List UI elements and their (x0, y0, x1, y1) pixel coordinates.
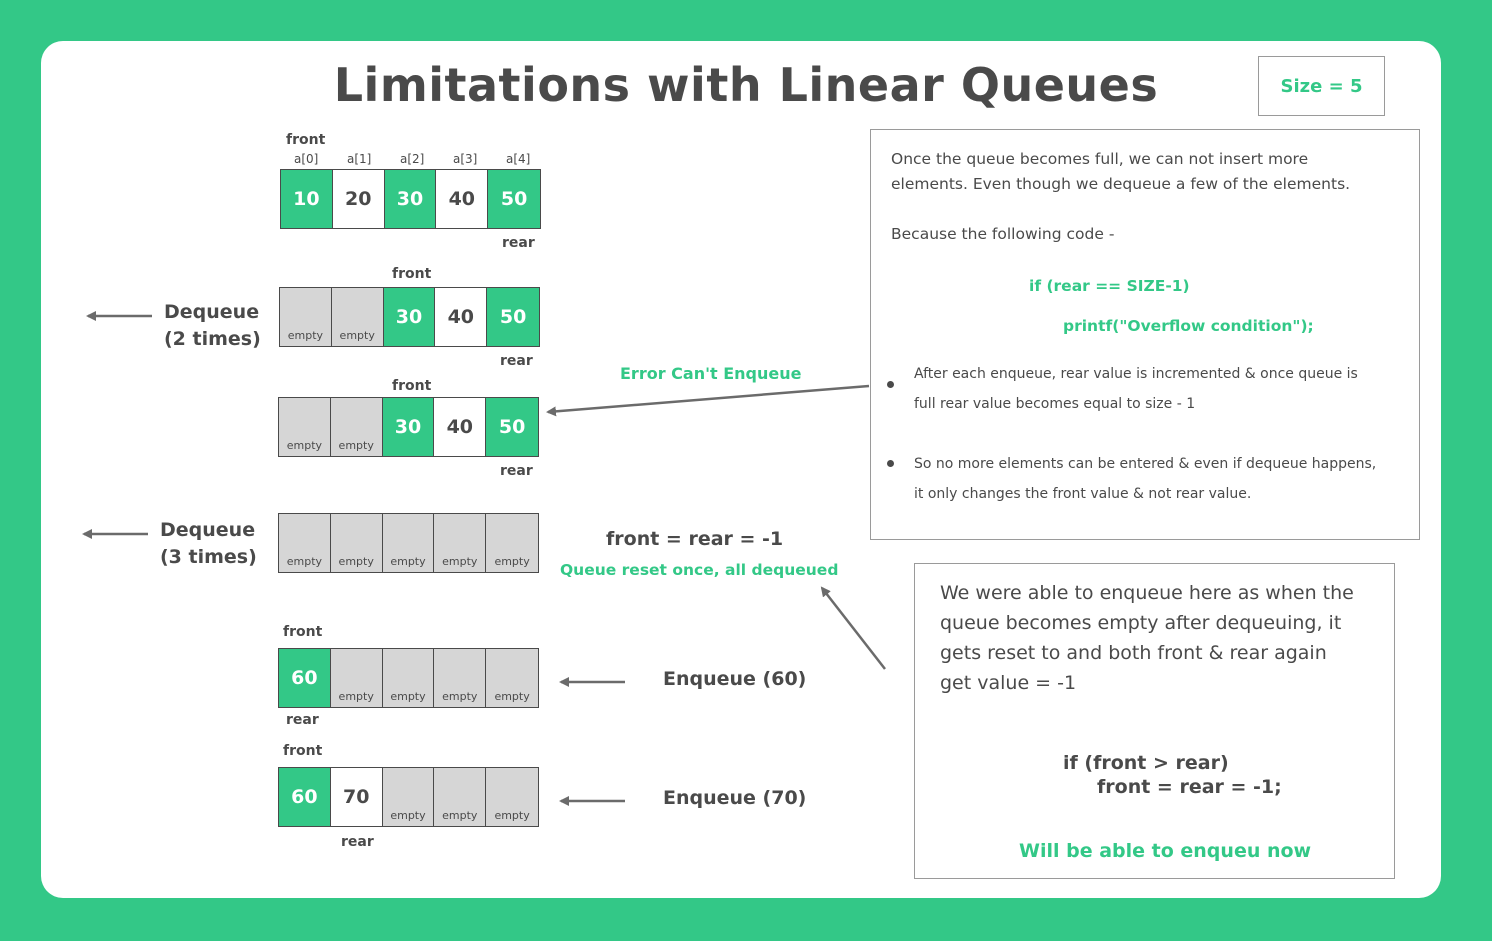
panel1-code-line2: printf("Overflow condition"); (1063, 317, 1314, 335)
page-title: Limitations with Linear Queues (333, 58, 1159, 112)
rear-label: rear (286, 712, 319, 728)
queue-cell: 60 (279, 649, 331, 707)
index-label: a[1] (347, 152, 372, 166)
overflow-explanation-panel (870, 129, 1420, 540)
queue-cell: 20 (332, 170, 385, 228)
queue-cell: 70 (330, 768, 383, 826)
panel1-because: Because the following code - (891, 225, 1115, 243)
queue-row-3: empty empty 30 40 50 (278, 397, 539, 457)
front-label: front (286, 132, 326, 148)
panel2-text: We were able to enqueue here as when the… (940, 582, 1354, 694)
queue-cell-empty: empty (434, 649, 487, 707)
queue-cell-empty: empty (434, 514, 487, 572)
front-label: front (392, 266, 432, 282)
queue-cell-empty: empty (331, 288, 384, 346)
index-label: a[2] (400, 152, 425, 166)
error-annotation: Error Can't Enqueue (620, 364, 802, 383)
queue-cell: 30 (383, 288, 436, 346)
error-arrow (546, 384, 870, 417)
queue-row-5: 60 empty empty empty empty (278, 648, 539, 708)
front-label: front (283, 743, 323, 759)
bullet-icon (887, 460, 894, 467)
queue-cell: 40 (435, 288, 488, 346)
queue-row-6: 60 70 empty empty empty (278, 767, 539, 827)
queue-cell-empty: empty (382, 514, 435, 572)
queue-cell-empty: empty (486, 649, 538, 707)
queue-cell: 50 (486, 398, 538, 456)
queue-cell: 50 (488, 170, 540, 228)
panel2-code-line2: front = rear = -1; (1097, 776, 1282, 798)
queue-cell-empty: empty (330, 398, 383, 456)
reset-explanation-panel (914, 563, 1395, 879)
queue-row-2: empty empty 30 40 50 (279, 287, 540, 347)
rear-label: rear (500, 353, 533, 369)
queue-cell: 60 (279, 768, 331, 826)
reset-note: Queue reset once, all dequeued (560, 561, 839, 579)
panel2-footer: Will be able to enqueu now (1019, 840, 1312, 862)
panel1-bullet-1: After each enqueue, rear value is increm… (914, 366, 1358, 412)
index-label: a[3] (453, 152, 478, 166)
queue-row-1: 10 20 30 40 50 (280, 169, 541, 229)
panel1-intro: Once the queue becomes full, we can not … (891, 150, 1351, 193)
queue-cell: 40 (434, 398, 487, 456)
dequeue-3-label: Dequeue (3 times) (160, 519, 257, 568)
queue-cell-empty: empty (486, 768, 538, 826)
index-label: a[4] (506, 152, 531, 166)
queue-cell: 30 (382, 398, 435, 456)
panel1-bullet-2: So no more elements can be entered & eve… (914, 456, 1377, 502)
dequeue-2-label: Dequeue (2 times) (164, 301, 261, 350)
rear-label: rear (502, 235, 535, 251)
queue-cell-empty: empty (382, 649, 435, 707)
panel2-code-line1: if (front > rear) (1063, 752, 1229, 774)
index-label: a[0] (294, 152, 319, 166)
queue-cell-empty: empty (279, 514, 331, 572)
front-label: front (283, 624, 323, 640)
panel1-code-line1: if (rear == SIZE-1) (1029, 277, 1190, 295)
queue-cell-empty: empty (434, 768, 487, 826)
size-badge: Size = 5 (1258, 56, 1385, 116)
reset-expression: front = rear = -1 (606, 528, 784, 550)
queue-cell-empty: empty (330, 649, 383, 707)
queue-cell-empty: empty (330, 514, 383, 572)
enqueue-70-label: Enqueue (70) (663, 787, 807, 809)
reset-arrow (820, 586, 886, 670)
rear-label: rear (500, 463, 533, 479)
front-label: front (392, 378, 432, 394)
queue-cell-empty: empty (279, 398, 331, 456)
queue-cell-empty: empty (280, 288, 332, 346)
enqueue-60-label: Enqueue (60) (663, 668, 807, 690)
bullet-icon (887, 381, 894, 388)
queue-cell: 40 (436, 170, 489, 228)
queue-cell-empty: empty (486, 514, 538, 572)
queue-cell: 30 (384, 170, 437, 228)
queue-cell: 50 (487, 288, 539, 346)
queue-cell: 10 (281, 170, 333, 228)
queue-cell-empty: empty (382, 768, 435, 826)
rear-label: rear (341, 834, 374, 850)
queue-row-4: empty empty empty empty empty (278, 513, 539, 573)
